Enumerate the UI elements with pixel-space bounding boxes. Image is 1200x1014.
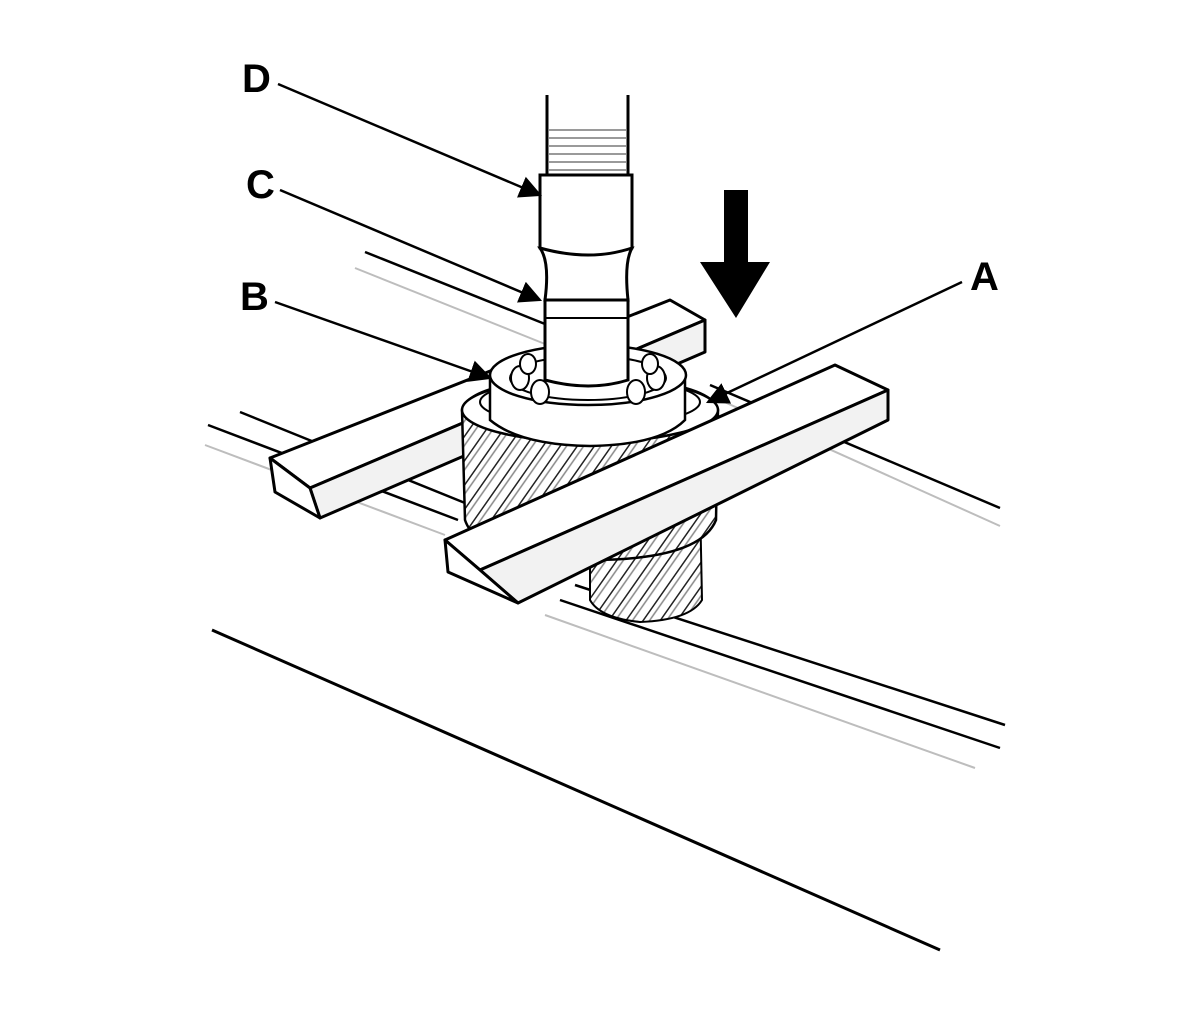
callout-label-c: C: [246, 163, 275, 207]
bed-rail-lower-2: [559, 598, 1001, 750]
bed-rail-top-light: [354, 267, 546, 345]
leader-lines: [274, 82, 963, 404]
handle-threads: [549, 129, 626, 171]
callout-label-d: D: [242, 57, 271, 101]
driver-handle-d: [545, 95, 630, 177]
down-arrow-icon: [700, 190, 770, 318]
callout-label-a: A: [970, 255, 999, 299]
bed-rail-lower-light: [544, 614, 976, 769]
leader-line-c: [279, 188, 543, 303]
leader-line-a: [705, 280, 963, 404]
bed-front-edge: [211, 628, 941, 952]
bearing-rollers: [510, 353, 666, 405]
leader-line-d: [277, 82, 543, 198]
driver-attachment-c: [537, 173, 635, 388]
callout-label-b: B: [240, 275, 269, 319]
leader-line-b: [274, 300, 493, 382]
bed-rail-top: [364, 250, 561, 332]
support-plate-front: [443, 363, 890, 605]
